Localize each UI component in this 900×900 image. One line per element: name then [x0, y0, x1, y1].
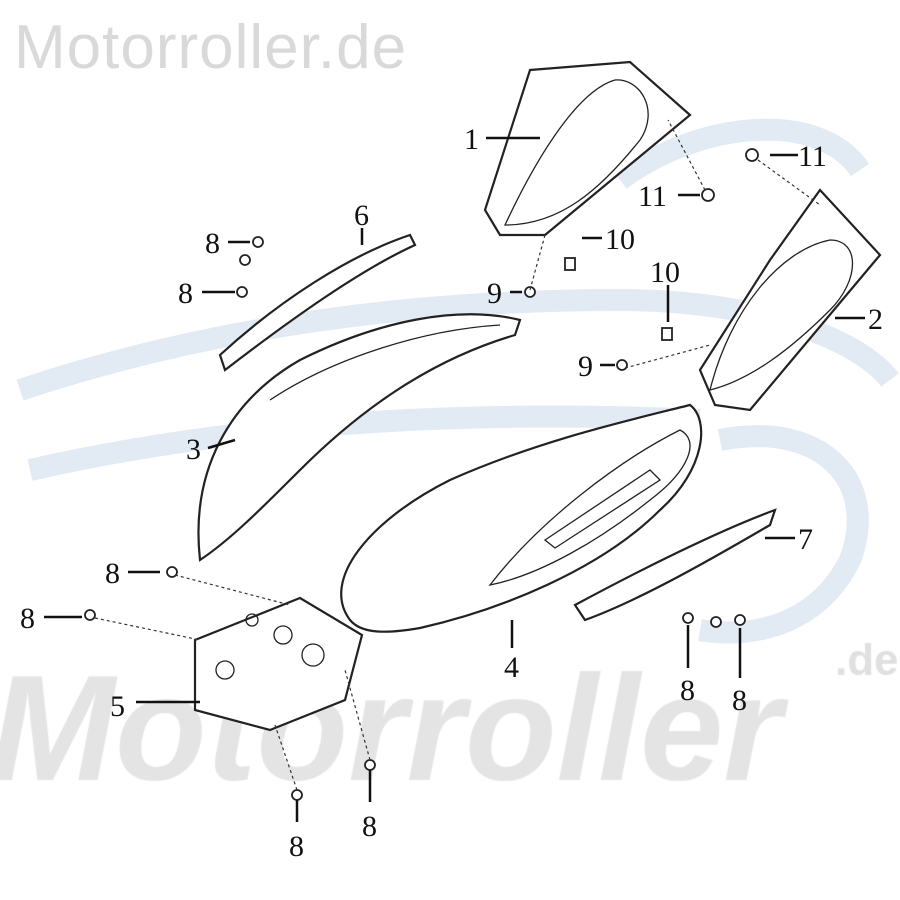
- callout-11: 11: [798, 140, 827, 173]
- callout-8: 8: [105, 557, 120, 590]
- callout-8: 8: [680, 674, 695, 707]
- part-3-side-panel-left: [197, 313, 522, 562]
- callout-9: 9: [487, 277, 502, 310]
- callout-8: 8: [20, 602, 35, 635]
- callout-10: 10: [605, 223, 635, 256]
- callout-9: 9: [578, 350, 593, 383]
- callout-1: 1: [464, 123, 479, 156]
- callout-labels: 1 11 11 6 8 10 8 9 10 2 9 3 7 8 8 5 4 8 …: [20, 123, 883, 863]
- callout-10: 10: [650, 256, 680, 289]
- callout-2: 2: [868, 303, 883, 336]
- watermark-top: Motorroller.de: [14, 13, 408, 82]
- watermark-logo: [16, 118, 899, 644]
- part-5-lower-cover: [193, 596, 364, 732]
- callout-8: 8: [362, 810, 377, 843]
- part-6-trim-strip: [218, 233, 417, 372]
- callout-8: 8: [178, 277, 193, 310]
- part-2-side-cover-right: [698, 188, 882, 412]
- callout-5: 5: [110, 690, 125, 723]
- part-1-side-cover-upper: [483, 60, 692, 237]
- leader-lines: [44, 136, 865, 822]
- callout-4: 4: [504, 651, 519, 684]
- callout-8: 8: [205, 227, 220, 260]
- callout-8: 8: [732, 684, 747, 717]
- part-7-reflector-strip: [573, 508, 777, 622]
- callout-7: 7: [798, 523, 813, 556]
- screws: [84, 148, 759, 801]
- part-4-main-side-body: [340, 403, 703, 633]
- callout-11: 11: [638, 180, 667, 213]
- callout-3: 3: [186, 433, 201, 466]
- callout-6: 6: [354, 199, 369, 232]
- callout-8: 8: [289, 830, 304, 863]
- assembly-lines: [94, 119, 821, 791]
